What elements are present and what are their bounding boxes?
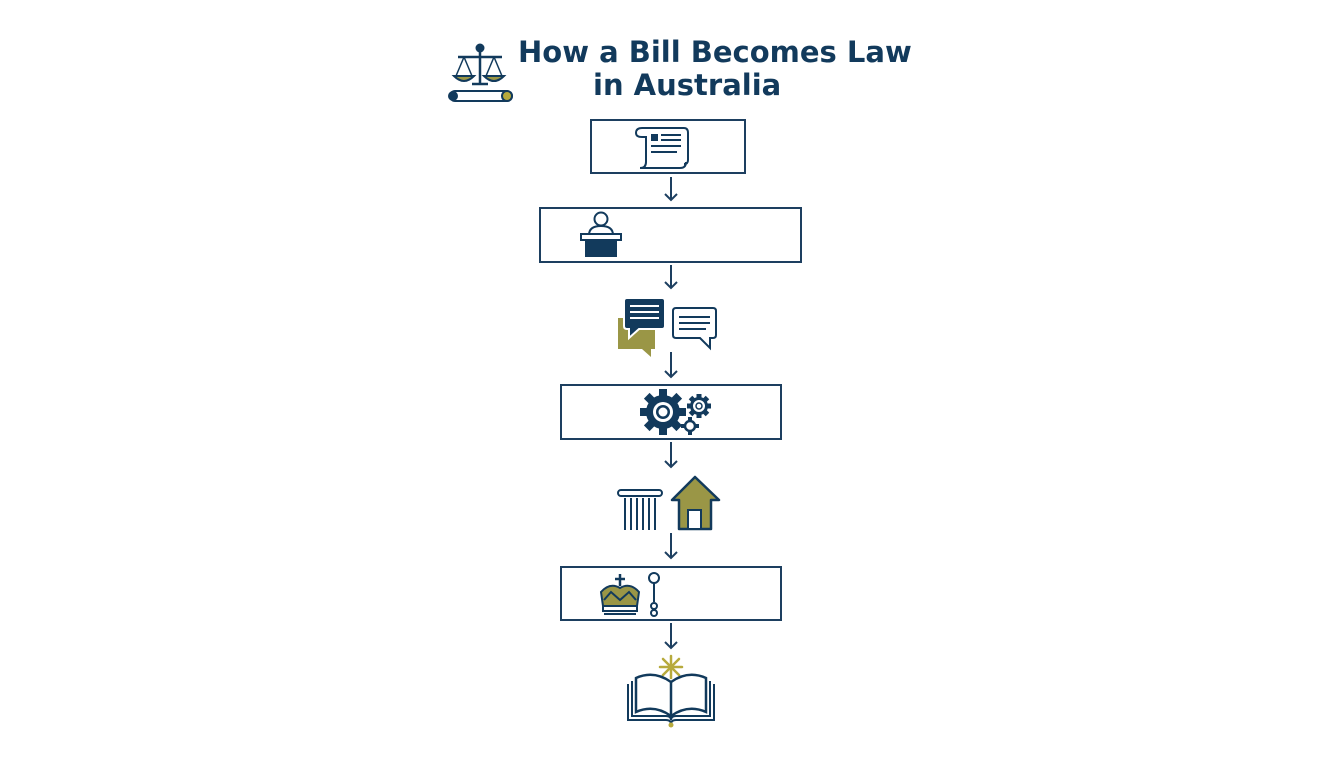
gears-icon [640, 389, 711, 435]
page-title: How a Bill Becomes Law in Australia [518, 36, 918, 102]
step-1-box [590, 119, 746, 174]
column-and-house-icon [617, 475, 721, 531]
flow-arrow-1 [664, 177, 678, 202]
flow-arrow-6 [664, 623, 678, 650]
crown-and-royal-sceptre-icon [599, 572, 660, 617]
scroll-document-icon [634, 127, 689, 169]
title-line-2: in Australia [593, 68, 782, 102]
open-law-book-icon [627, 654, 715, 728]
flow-arrow-2 [664, 265, 678, 290]
speaker-at-podium-icon [580, 211, 622, 257]
flow-arrow-5 [664, 533, 678, 560]
flow-arrow-3 [664, 352, 678, 379]
flow-arrow-4 [664, 442, 678, 469]
title-line-1: How a Bill Becomes Law [518, 35, 912, 69]
scales-of-justice-logo-icon [448, 43, 513, 102]
step-6-box [560, 566, 782, 621]
speech-bubbles-icon [618, 297, 717, 357]
